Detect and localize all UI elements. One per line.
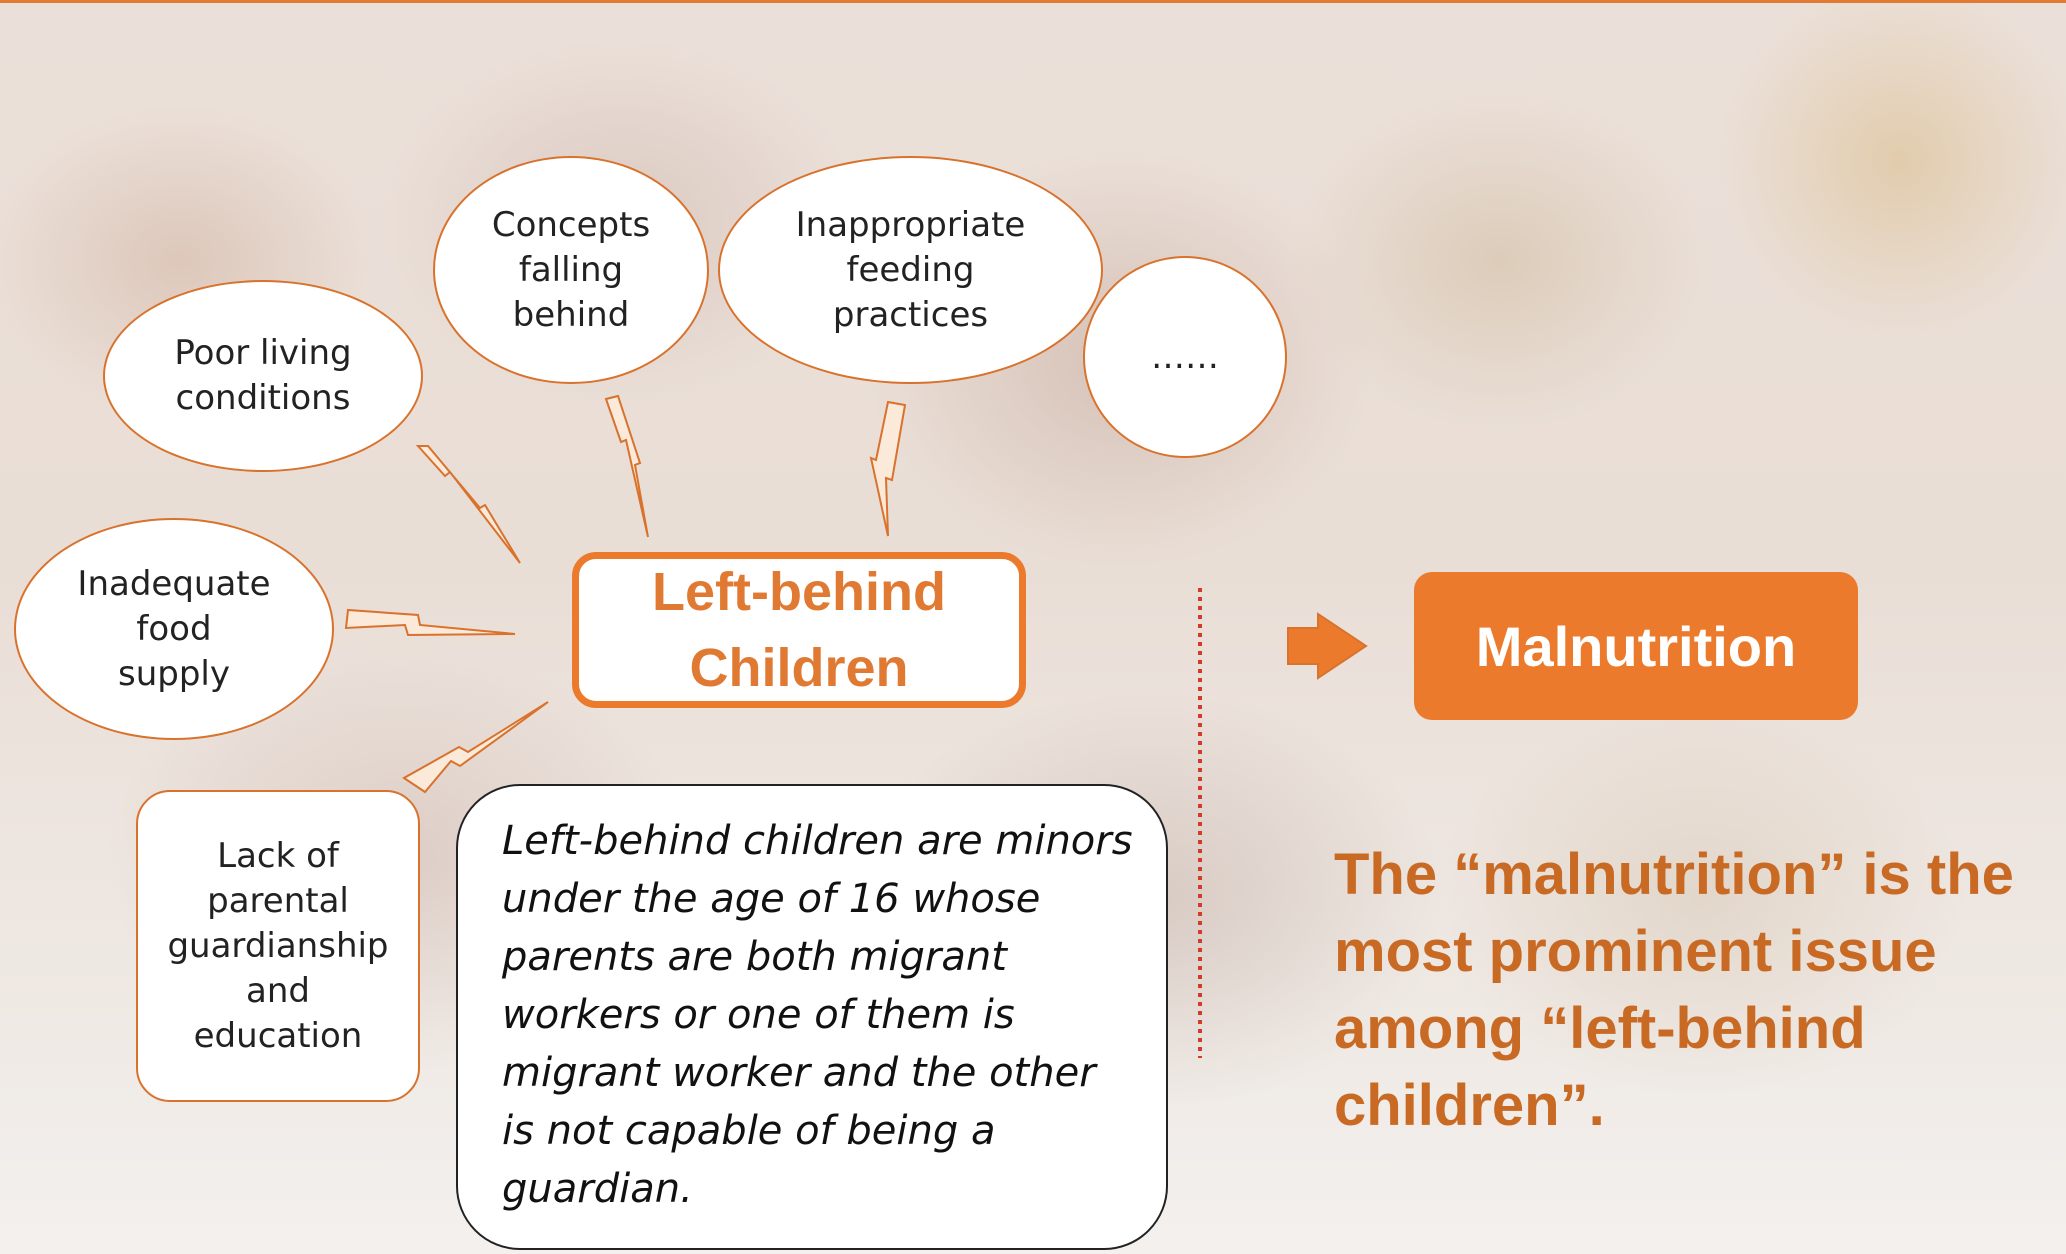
- statement-text: The “malnutrition” is the most prominent…: [1334, 842, 2014, 1138]
- definition-box: Left-behind children are minors under th…: [456, 784, 1168, 1250]
- arrow-right-icon: [1287, 612, 1368, 680]
- lightning-bolt-icon: [402, 701, 549, 794]
- cause-label: Lack of parental guardianship and educat…: [167, 835, 389, 1056]
- cause-inappropriate-feeding: Inappropriate feeding practices: [718, 156, 1103, 384]
- cause-inadequate-food-supply: Inadequate food supply: [14, 518, 334, 740]
- lightning-bolt-icon: [869, 400, 907, 537]
- outcome-label: Malnutrition: [1475, 614, 1797, 678]
- cause-label: ……: [1151, 336, 1219, 377]
- cause-poor-living-conditions: Poor living conditions: [103, 280, 423, 472]
- lightning-bolt-icon: [415, 445, 521, 564]
- conclusion-statement: The “malnutrition” is the most prominent…: [1334, 836, 2034, 1144]
- cause-label: Inappropriate feeding practices: [795, 204, 1026, 335]
- left-behind-children-box: Left-behind Children: [572, 552, 1026, 708]
- cause-label: Concepts falling behind: [491, 204, 651, 335]
- top-accent-line: [0, 0, 2066, 3]
- cause-label: Inadequate food supply: [77, 563, 271, 694]
- cause-lack-of-guardianship: Lack of parental guardianship and educat…: [136, 790, 420, 1102]
- lightning-bolt-icon: [344, 608, 516, 637]
- definition-text: Left-behind children are minors under th…: [502, 818, 1133, 1212]
- cause-label: Poor living conditions: [174, 333, 352, 418]
- cause-concepts-falling-behind: Concepts falling behind: [433, 156, 709, 384]
- center-label: Left-behind Children: [652, 562, 946, 698]
- malnutrition-box: Malnutrition: [1414, 572, 1858, 720]
- cause-more: ……: [1083, 256, 1287, 458]
- lightning-bolt-icon: [604, 394, 649, 538]
